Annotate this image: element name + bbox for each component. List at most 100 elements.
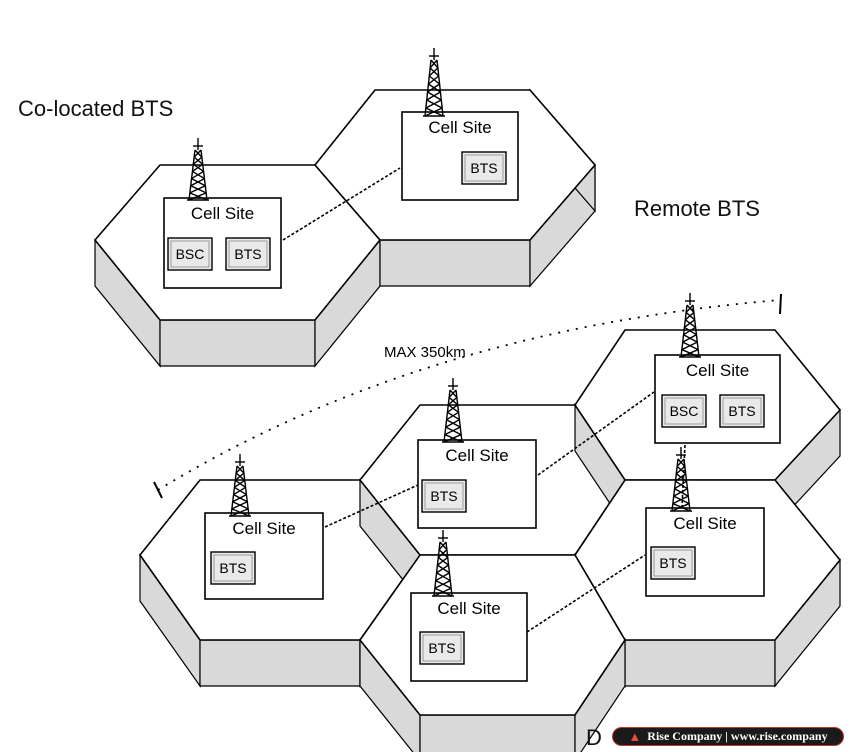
- tower-leg: [692, 304, 700, 358]
- bsc-unit-box: [167, 237, 213, 271]
- antenna-tower-icon: [679, 293, 701, 358]
- bts-unit-inner: [424, 482, 464, 510]
- tower-brace: [676, 458, 685, 467]
- bsc-unit-inner: [664, 397, 704, 425]
- tower-leg: [230, 465, 238, 517]
- tower-brace: [234, 472, 245, 481]
- bts-unit-label: BTS: [470, 160, 497, 176]
- tower-brace: [674, 480, 687, 490]
- tower-leg: [680, 304, 688, 358]
- tower-brace: [684, 319, 696, 328]
- bsc-unit: BSC: [661, 394, 707, 428]
- bts-unit-box: [461, 151, 507, 185]
- range-arc-end-tick: [153, 481, 163, 499]
- bts-unit-label: BTS: [430, 488, 457, 504]
- tower-leg: [424, 59, 432, 117]
- tower-brace: [447, 404, 459, 413]
- bts-unit: BTS: [650, 546, 696, 580]
- bts-unit-box: [210, 551, 256, 585]
- tower-brace: [231, 501, 248, 510]
- bts-unit: BTS: [225, 237, 271, 271]
- tower-leg: [671, 458, 679, 512]
- tower-brace: [192, 156, 203, 165]
- tower-brace: [429, 59, 438, 69]
- tower-brace: [427, 75, 440, 85]
- tower-brace: [427, 83, 440, 93]
- towers: [187, 48, 701, 597]
- tower-leg: [436, 59, 444, 117]
- tower-brace: [448, 389, 457, 398]
- watermark-badge: ▲ Rise Company | www.rise.company: [612, 727, 844, 746]
- bts-unit-box: [719, 394, 765, 428]
- cell-site-label: Cell Site: [445, 446, 508, 465]
- tower-leg: [443, 389, 451, 443]
- tower-brace: [685, 304, 694, 313]
- bts-unit-inner: [228, 240, 268, 268]
- hex-side-face: [159, 319, 316, 367]
- antenna-tower-icon: [423, 48, 445, 117]
- antenna-tower-icon: [229, 454, 251, 517]
- tower-leg: [445, 541, 453, 597]
- tower-brace: [426, 91, 441, 101]
- cell-site-label: Cell Site: [673, 514, 736, 533]
- tower-brace: [682, 334, 697, 343]
- tower-brace: [443, 433, 462, 443]
- tower-brace: [434, 579, 451, 589]
- tower-brace: [435, 572, 450, 582]
- antenna-tower-icon: [187, 138, 209, 201]
- tower-brace: [675, 465, 686, 475]
- site-link: [282, 167, 401, 241]
- colocated-bts-label: Co-located BTS: [18, 96, 173, 121]
- bts-unit-label: BTS: [234, 246, 261, 262]
- tower-brace: [437, 556, 449, 566]
- hex-side-face: [624, 639, 776, 687]
- tower-brace: [233, 486, 246, 496]
- bsc-unit: BSC: [167, 237, 213, 271]
- tower-brace: [673, 488, 688, 497]
- tower-brace: [681, 341, 698, 351]
- site-link: [324, 484, 419, 528]
- bts-unit-label: BTS: [659, 555, 686, 571]
- hex-side-face: [379, 239, 531, 287]
- cell-site-label: Cell Site: [428, 118, 491, 137]
- cell-site-label: Cell Site: [686, 361, 749, 380]
- tower-brace: [192, 163, 204, 173]
- antenna-tower-icon: [670, 447, 692, 512]
- tower-brace: [672, 495, 689, 505]
- tower-brace: [189, 185, 206, 194]
- tower-brace: [234, 479, 246, 489]
- bts-unit: BTS: [421, 479, 467, 513]
- bts-unit-inner: [653, 549, 693, 577]
- bts-unit: BTS: [210, 551, 256, 585]
- antenna-tower-icon: [432, 530, 454, 597]
- tower-brace: [438, 541, 447, 551]
- tower-brace: [191, 170, 204, 180]
- tower-brace: [188, 192, 207, 201]
- tower-brace: [428, 67, 439, 77]
- tower-brace: [683, 326, 696, 336]
- tower-brace: [230, 508, 249, 517]
- tower-brace: [437, 549, 448, 558]
- tower-brace: [446, 411, 459, 421]
- bsc-unit-label: BSC: [670, 403, 699, 419]
- tower-brace: [684, 311, 695, 321]
- tower-leg: [455, 389, 463, 443]
- bts-unit-box: [421, 479, 467, 513]
- bts-unit-inner: [722, 397, 762, 425]
- tower-brace: [235, 465, 244, 474]
- max-range-label: MAX 350km: [384, 344, 466, 361]
- bts-unit: BTS: [419, 631, 465, 665]
- tower-leg: [433, 541, 441, 597]
- tower-brace: [671, 502, 690, 512]
- tower-brace: [425, 99, 442, 109]
- tower-leg: [683, 458, 691, 512]
- bts-unit: BTS: [461, 151, 507, 185]
